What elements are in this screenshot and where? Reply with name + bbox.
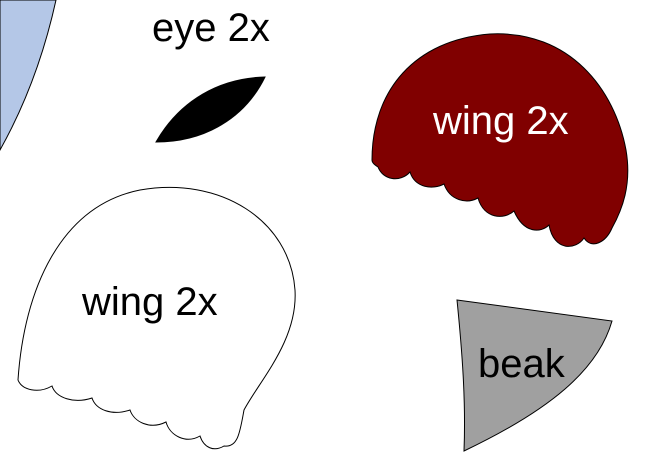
beak-shape bbox=[456, 299, 613, 452]
wing-red-label: wing 2x bbox=[433, 99, 569, 143]
beak-label: beak bbox=[478, 342, 565, 386]
wing-shape-white bbox=[17, 186, 296, 450]
wing-shape-red bbox=[371, 33, 629, 247]
blue-body-shape bbox=[0, 0, 57, 152]
eye-shape bbox=[155, 76, 266, 143]
wing-white-label: wing 2x bbox=[82, 280, 218, 324]
eye-label: eye 2x bbox=[152, 6, 270, 50]
